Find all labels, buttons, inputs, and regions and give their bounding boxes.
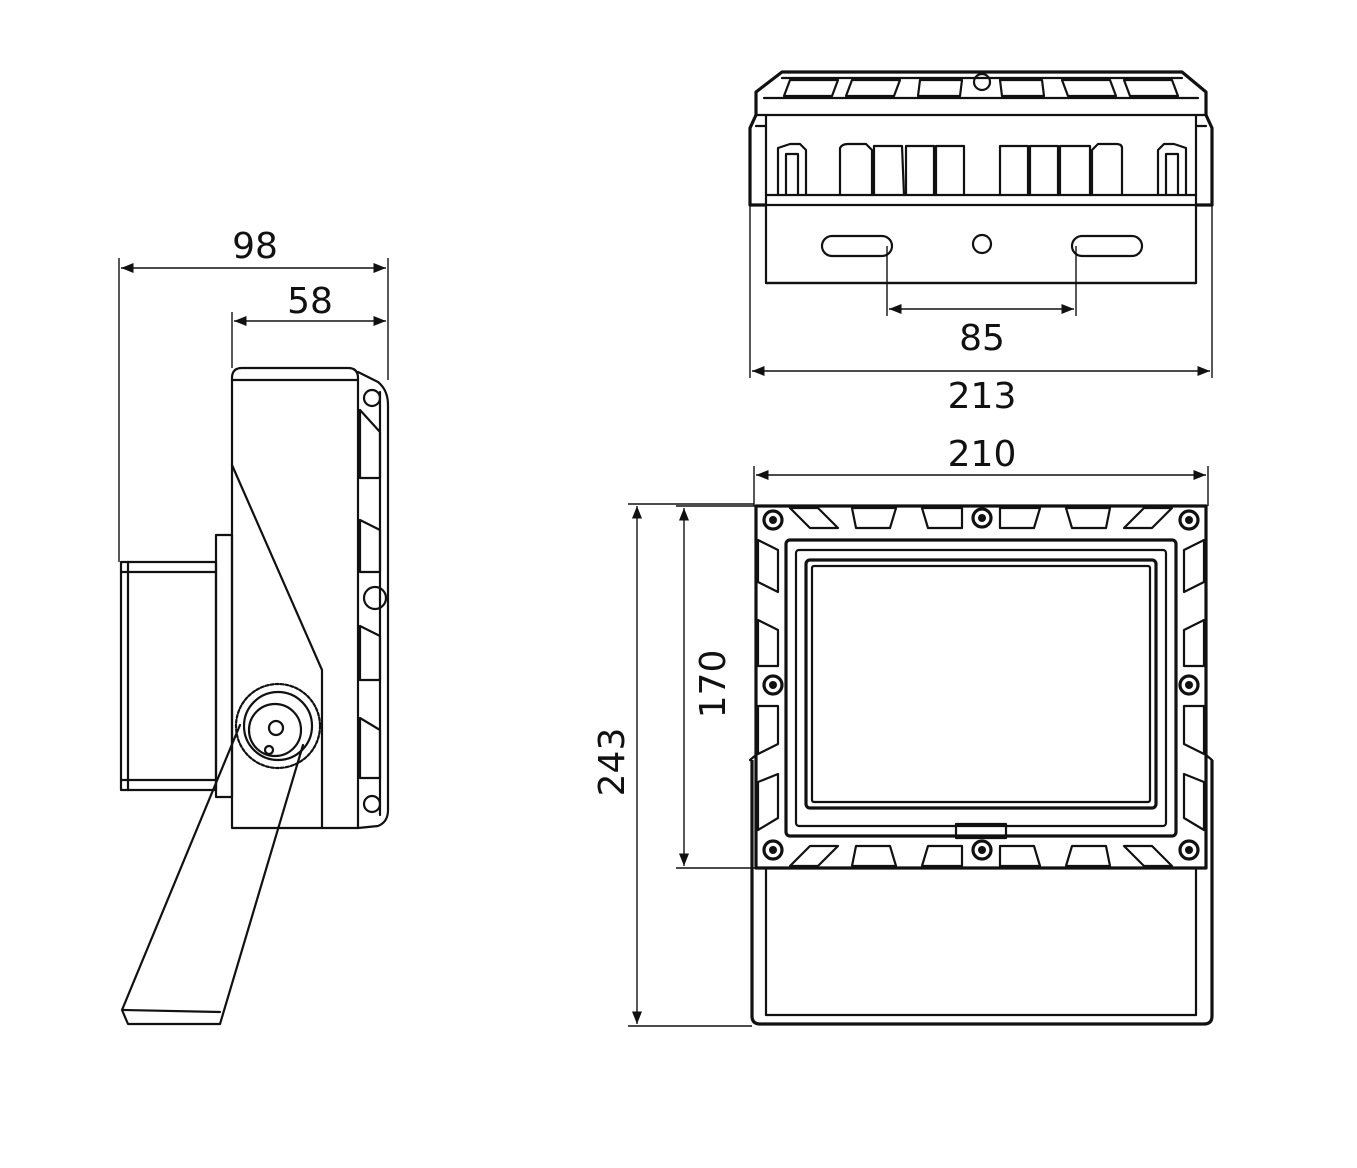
dim-side-depth-total: 98 [232,226,278,267]
knob-outer [234,682,322,770]
front-left-vents [756,538,780,832]
dim-top-width-total: 213 [948,376,1017,417]
dim-top-mount-spacing: 85 [959,318,1005,359]
front-right-vents [1182,538,1206,832]
front-screws [762,507,1200,861]
side-view: 98 58 [118,226,390,1026]
top-vents [782,72,1180,98]
top-view: 85 213 [748,70,1214,417]
fins [776,142,1188,197]
dim-front-width: 210 [948,434,1017,475]
dim-front-height-total: 243 [592,728,633,797]
front-view: 210 243 170 [592,434,1214,1027]
front-bottom-vents [788,844,1174,868]
dim-front-height-body: 170 [693,650,734,719]
dim-side-depth-body: 58 [287,281,333,322]
front-top-vents [788,506,1174,530]
